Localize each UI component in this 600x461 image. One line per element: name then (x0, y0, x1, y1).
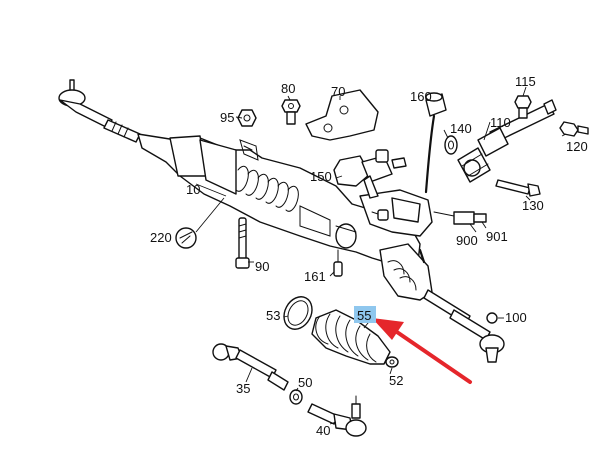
callout-130: 130 (522, 198, 544, 213)
callout-50: 50 (298, 375, 312, 390)
part-160-sleeve (425, 92, 447, 117)
rack-housing (137, 133, 433, 269)
part-90-bolt (235, 217, 250, 269)
assembly-guide-lines (418, 114, 436, 264)
part-52-clamp (385, 356, 399, 368)
callout-52: 52 (389, 373, 403, 388)
part-130-bolt (495, 179, 541, 197)
part-150-sensor (333, 149, 407, 199)
part-80-bolt (281, 99, 301, 125)
part-55-bellows-boot (311, 309, 391, 365)
part-35-inner-tie-rod (212, 343, 289, 391)
callout-80: 80 (281, 81, 295, 96)
callout-100: 100 (505, 310, 527, 325)
part-50-lock-nut (289, 389, 303, 405)
callout-140: 140 (450, 121, 472, 136)
callout-110: 110 (490, 115, 511, 130)
callout-10: 10 (186, 182, 200, 197)
right-tie-rod (423, 289, 505, 363)
part-53-clamp-ring (283, 296, 313, 330)
callout-120: 120 (566, 139, 588, 154)
part-110-steering-shaft (457, 99, 557, 183)
callout-901: 901 (486, 229, 508, 244)
part-900-fitting (433, 211, 487, 225)
callout-160: 160 (410, 89, 432, 104)
part-95-nut (237, 109, 257, 127)
callout-55-highlight (354, 306, 376, 323)
callout-95: 95 (220, 110, 234, 125)
callout-90: 90 (255, 259, 269, 274)
left-tie-rod (58, 79, 141, 143)
rack-sleeve-ribs (235, 165, 299, 212)
right-housing-boot (379, 243, 433, 301)
part-40-tie-rod-end (307, 395, 367, 437)
callout-53: 53 (266, 308, 280, 323)
callout-35: 35 (236, 381, 250, 396)
part-115-bolt (514, 95, 532, 119)
callout-115: 115 (515, 74, 536, 89)
part-140-collar (444, 135, 458, 155)
part-161-screw (333, 249, 343, 277)
callout-40: 40 (316, 423, 330, 438)
part-120-bolt (559, 121, 589, 137)
callout-900: 900 (456, 233, 478, 248)
part-220-clamp (175, 197, 225, 249)
callout-70: 70 (331, 84, 345, 99)
callout-55: 55 (357, 308, 371, 323)
red-arrow (372, 318, 472, 384)
part-70-bracket (305, 89, 379, 141)
callout-220: 220 (150, 230, 172, 245)
callout-150: 150 (310, 169, 332, 184)
callout-161: 161 (304, 269, 326, 284)
